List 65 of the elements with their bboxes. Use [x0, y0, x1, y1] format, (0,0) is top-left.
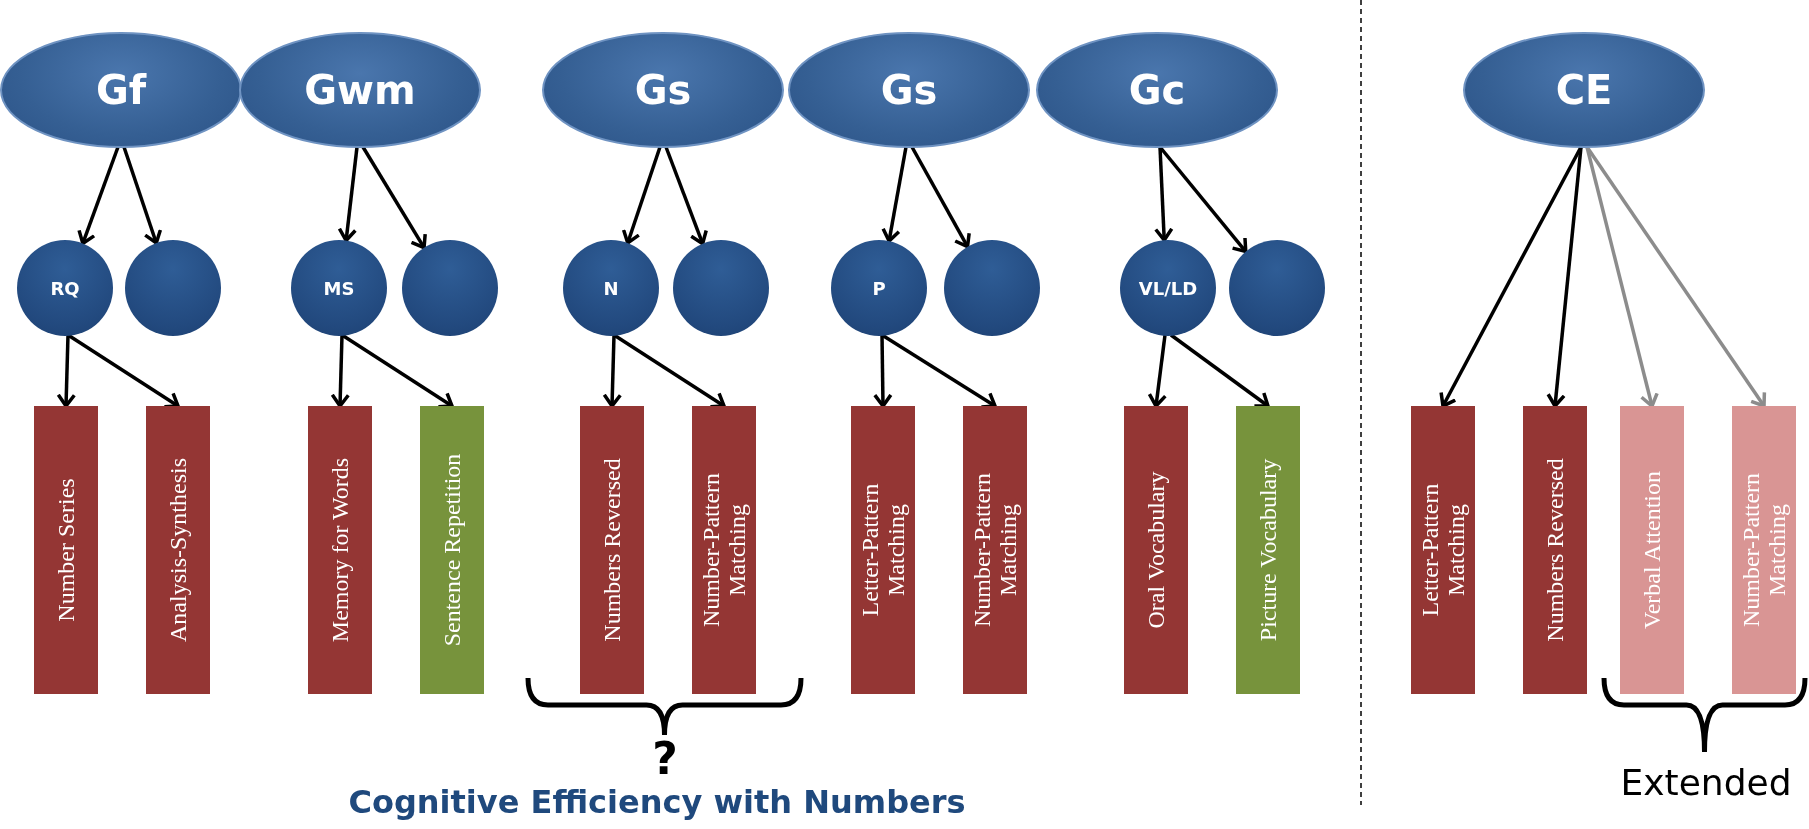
arrow [341, 333, 454, 409]
arrow [330, 334, 351, 408]
group-caption: Cognitive Efficiency with Numbers [348, 783, 966, 821]
test-bar [1411, 406, 1475, 694]
arrow [602, 334, 623, 408]
arrow [122, 146, 163, 245]
test-bar [1620, 406, 1684, 694]
test-name: Memory for Words [326, 456, 354, 645]
test-name: Numbers Reversed [598, 457, 626, 644]
arrow [664, 146, 708, 246]
arrow [337, 146, 359, 243]
test-bar [963, 406, 1027, 694]
test-name: Number-Pattern Matching [1737, 471, 1791, 630]
ability-label: VL/LD [1138, 277, 1198, 299]
test-bar [851, 406, 915, 694]
test-name: Number-Pattern Matching [968, 471, 1022, 630]
arrow [56, 334, 77, 408]
test-name: Numbers Reversed [1541, 457, 1569, 644]
arrow [621, 146, 662, 245]
ability-label: MS [323, 277, 355, 299]
arrow [613, 333, 726, 409]
test-name: Number-Pattern Matching [697, 471, 751, 630]
test-name: Letter-Pattern Matching [1416, 482, 1470, 619]
group-caption: Extended [1620, 762, 1792, 803]
arrow [1546, 146, 1583, 408]
test-bar [692, 406, 756, 694]
test-bar [1523, 406, 1587, 694]
test-name: Number Series [52, 477, 80, 624]
arrow [67, 333, 180, 409]
arrow [77, 146, 120, 246]
test-bar [580, 406, 644, 694]
arrow [1154, 146, 1174, 242]
ability-label: Gf [95, 67, 147, 113]
ability-label: RQ [50, 277, 80, 299]
arrow [881, 333, 997, 409]
arrow [1585, 146, 1659, 408]
ability-label: Gwm [304, 67, 416, 113]
test-bar [34, 406, 98, 694]
test-name: Sentence Repetition [438, 452, 466, 649]
test-name: Verbal Attention [1638, 470, 1666, 631]
test-bar [308, 406, 372, 694]
test-bar [146, 406, 210, 694]
arrow [1169, 333, 1270, 408]
arrow [910, 146, 971, 249]
question-mark: ? [652, 733, 678, 784]
ability-label: P [872, 277, 886, 299]
ability-label: Gs [880, 67, 938, 113]
ability-label: Gc [1128, 67, 1186, 113]
ability-label: N [603, 277, 619, 299]
arrow [881, 146, 908, 243]
test-name: Picture Vocabulary [1254, 457, 1282, 644]
ability-label: CE [1555, 67, 1613, 113]
ability-label: Gs [634, 67, 692, 113]
test-name: Oral Vocabulary [1142, 470, 1170, 631]
test-bar [420, 406, 484, 694]
test-name: Letter-Pattern Matching [856, 482, 910, 619]
arrow [1158, 145, 1248, 254]
test-bar [1236, 406, 1300, 694]
test-bar [1732, 406, 1796, 694]
test-bar [1124, 406, 1188, 694]
test-name: Analysis-Synthesis [164, 457, 192, 644]
arrow [1585, 146, 1767, 408]
arrow [361, 146, 427, 250]
arrow [1147, 334, 1168, 408]
arrow [873, 334, 893, 408]
